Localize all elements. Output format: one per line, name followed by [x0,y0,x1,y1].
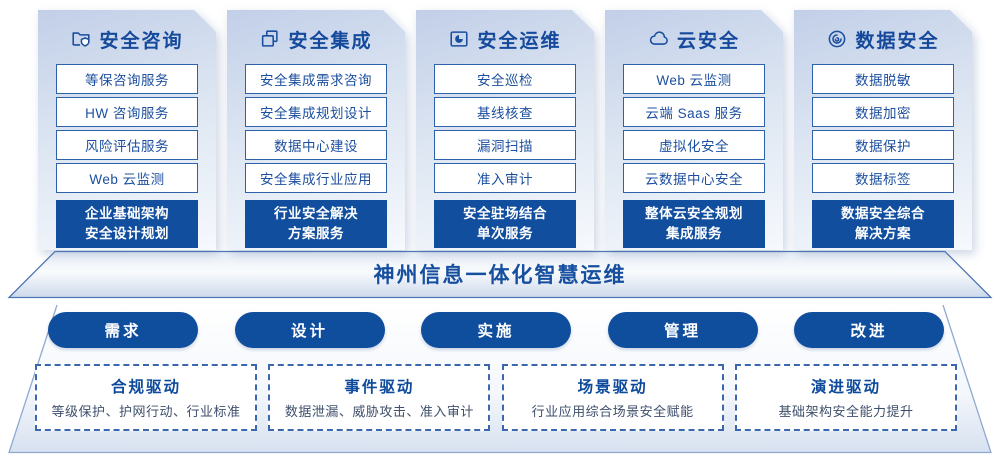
pill-design: 设计 [234,312,385,348]
card-footer: 数据安全综合 解决方案 [812,200,954,248]
service-item: 漏洞扫描 [434,130,576,160]
service-card-operations: 安全运维 安全巡检 基线核查 漏洞扫描 准入审计 安全驻场结合 单次服务 [416,10,594,250]
driver-desc: 数据泄漏、威胁攻击、准入审计 [284,404,474,419]
service-item: 准入审计 [434,163,576,193]
service-item: 虚拟化安全 [623,130,765,160]
driver-desc: 等级保护、护网行动、行业标准 [51,404,241,419]
folder-shield-icon [70,28,92,50]
card-items: 安全巡检 基线核查 漏洞扫描 准入审计 [416,64,594,193]
pill-management: 管理 [607,312,758,348]
card-title: 安全咨询 [99,30,184,52]
footer-line: 企业基础架构 [85,206,169,222]
service-item: 数据标签 [812,163,954,193]
service-item: 风险评估服务 [56,130,198,160]
footer-line: 安全驻场结合 [463,206,547,222]
footer-line: 集成服务 [666,226,722,241]
driver-scenario: 场景驱动 行业应用综合场景安全赋能 [501,364,724,431]
card-header: 云安全 [605,10,783,52]
card-header: 安全集成 [227,10,405,52]
service-card-data: 数据安全 数据脱敏 数据加密 数据保护 数据标签 数据安全综合 解决方案 [794,10,972,250]
service-card-cloud: 云安全 Web 云监测 云端 Saas 服务 虚拟化安全 云数据中心安全 整体云… [605,10,783,250]
card-items: 数据脱敏 数据加密 数据保护 数据标签 [794,64,972,193]
service-item: 安全集成需求咨询 [245,64,387,94]
pie-monitor-icon [448,28,470,50]
service-card-integration: 安全集成 安全集成需求咨询 安全集成规划设计 数据中心建设 安全集成行业应用 行… [227,10,405,250]
service-item: Web 云监测 [56,163,198,193]
footer-line: 单次服务 [477,226,533,241]
driver-boxes: 合规驱动 等级保护、护网行动、行业标准 事件驱动 数据泄漏、威胁攻击、准入审计 … [35,364,957,431]
pill-requirement: 需求 [48,312,198,348]
driver-compliance: 合规驱动 等级保护、护网行动、行业标准 [35,364,257,431]
driver-title: 场景驱动 [577,379,648,396]
footer-line: 方案服务 [288,226,344,241]
service-item: 数据保护 [812,130,954,160]
card-panel: 云安全 Web 云监测 云端 Saas 服务 虚拟化安全 云数据中心安全 整体云… [605,10,783,250]
footer-line: 数据安全综合 [841,206,925,222]
driver-evolution: 演进驱动 基础架构安全能力提升 [734,364,957,431]
card-panel: 安全运维 安全巡检 基线核查 漏洞扫描 准入审计 安全驻场结合 单次服务 [416,10,594,250]
card-panel: 安全咨询 等保咨询服务 HW 咨询服务 风险评估服务 Web 云监测 企业基础架… [38,10,216,250]
card-footer: 整体云安全规划 集成服务 [623,200,765,248]
service-item: 基线核查 [434,97,576,127]
driver-desc: 基础架构安全能力提升 [778,404,914,419]
footer-line: 行业安全解决 [274,206,358,222]
service-item: 云端 Saas 服务 [623,97,765,127]
card-footer: 安全驻场结合 单次服务 [434,200,576,248]
card-header: 安全运维 [416,10,594,52]
process-pills: 需求 设计 实施 管理 改进 [48,312,944,348]
card-footer: 企业基础架构 安全设计规划 [56,200,198,248]
cloud-icon [648,28,670,50]
driver-incident: 事件驱动 数据泄漏、威胁攻击、准入审计 [268,364,491,431]
banner-trapezoid [7,250,993,299]
service-item: 安全集成规划设计 [245,97,387,127]
driver-title: 事件驱动 [344,379,415,396]
service-item: HW 咨询服务 [56,97,198,127]
service-item: 数据中心建设 [245,130,387,160]
banner-title: 神州信息一体化智慧运维 [373,264,627,287]
service-item: Web 云监测 [623,64,765,94]
driver-title: 合规驱动 [110,379,181,396]
card-footer: 行业安全解决 方案服务 [245,200,387,248]
card-items: Web 云监测 云端 Saas 服务 虚拟化安全 云数据中心安全 [605,64,783,193]
copy-docs-icon [259,28,281,50]
footer-line: 安全设计规划 [85,226,169,241]
pill-implementation: 实施 [421,312,571,348]
service-item: 等保咨询服务 [56,64,198,94]
driver-title: 演进驱动 [810,379,881,396]
card-panel: 数据安全 数据脱敏 数据加密 数据保护 数据标签 数据安全综合 解决方案 [794,10,972,250]
card-panel: 安全集成 安全集成需求咨询 安全集成规划设计 数据中心建设 安全集成行业应用 行… [227,10,405,250]
card-header: 数据安全 [794,10,972,52]
service-item: 安全集成行业应用 [245,163,387,193]
card-header: 安全咨询 [38,10,216,52]
card-title: 安全运维 [477,30,562,52]
card-title: 安全集成 [288,30,373,52]
footer-line: 解决方案 [855,226,911,241]
card-title: 数据安全 [855,30,940,52]
card-items: 安全集成需求咨询 安全集成规划设计 数据中心建设 安全集成行业应用 [227,64,405,193]
footer-line: 整体云安全规划 [645,206,743,222]
card-items: 等保咨询服务 HW 咨询服务 风险评估服务 Web 云监测 [38,64,216,193]
driver-desc: 行业应用综合场景安全赋能 [531,404,694,419]
card-title: 云安全 [676,30,740,52]
service-item: 数据脱敏 [812,64,954,94]
fingerprint-icon [826,28,848,50]
pill-improvement: 改进 [794,312,944,348]
service-item: 云数据中心安全 [623,163,765,193]
service-item: 安全巡检 [434,64,576,94]
service-card-consulting: 安全咨询 等保咨询服务 HW 咨询服务 风险评估服务 Web 云监测 企业基础架… [38,10,216,250]
service-item: 数据加密 [812,97,954,127]
